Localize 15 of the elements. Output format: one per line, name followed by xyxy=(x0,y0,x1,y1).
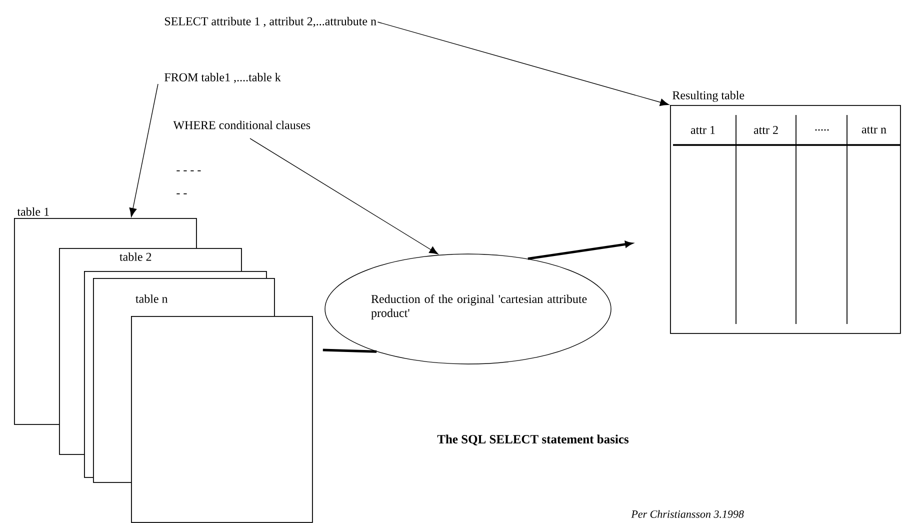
ellipsis-mark: - - xyxy=(176,193,187,194)
arrow xyxy=(129,84,158,218)
arrow xyxy=(250,138,438,254)
node-label: table 1 xyxy=(17,207,49,216)
ellipsis-mark: - - - - xyxy=(176,170,201,172)
result-table: Resulting table attr 1 attr 2 ..... attr n xyxy=(670,90,901,334)
title: The SQL SELECT statement basics xyxy=(437,434,629,446)
arrow xyxy=(377,22,670,106)
signature: Per Christiansson 3.1998 xyxy=(631,510,744,518)
node-label: Resulting table xyxy=(672,90,744,102)
query-clause: SELECT attribute 1 , attribut 2,...attrubute n xyxy=(165,16,376,28)
arrow xyxy=(528,241,632,260)
query-clause: WHERE conditional clauses xyxy=(173,120,310,130)
query-clause: FROM table1 ,....table k xyxy=(164,72,281,84)
table-sheet xyxy=(131,316,313,523)
